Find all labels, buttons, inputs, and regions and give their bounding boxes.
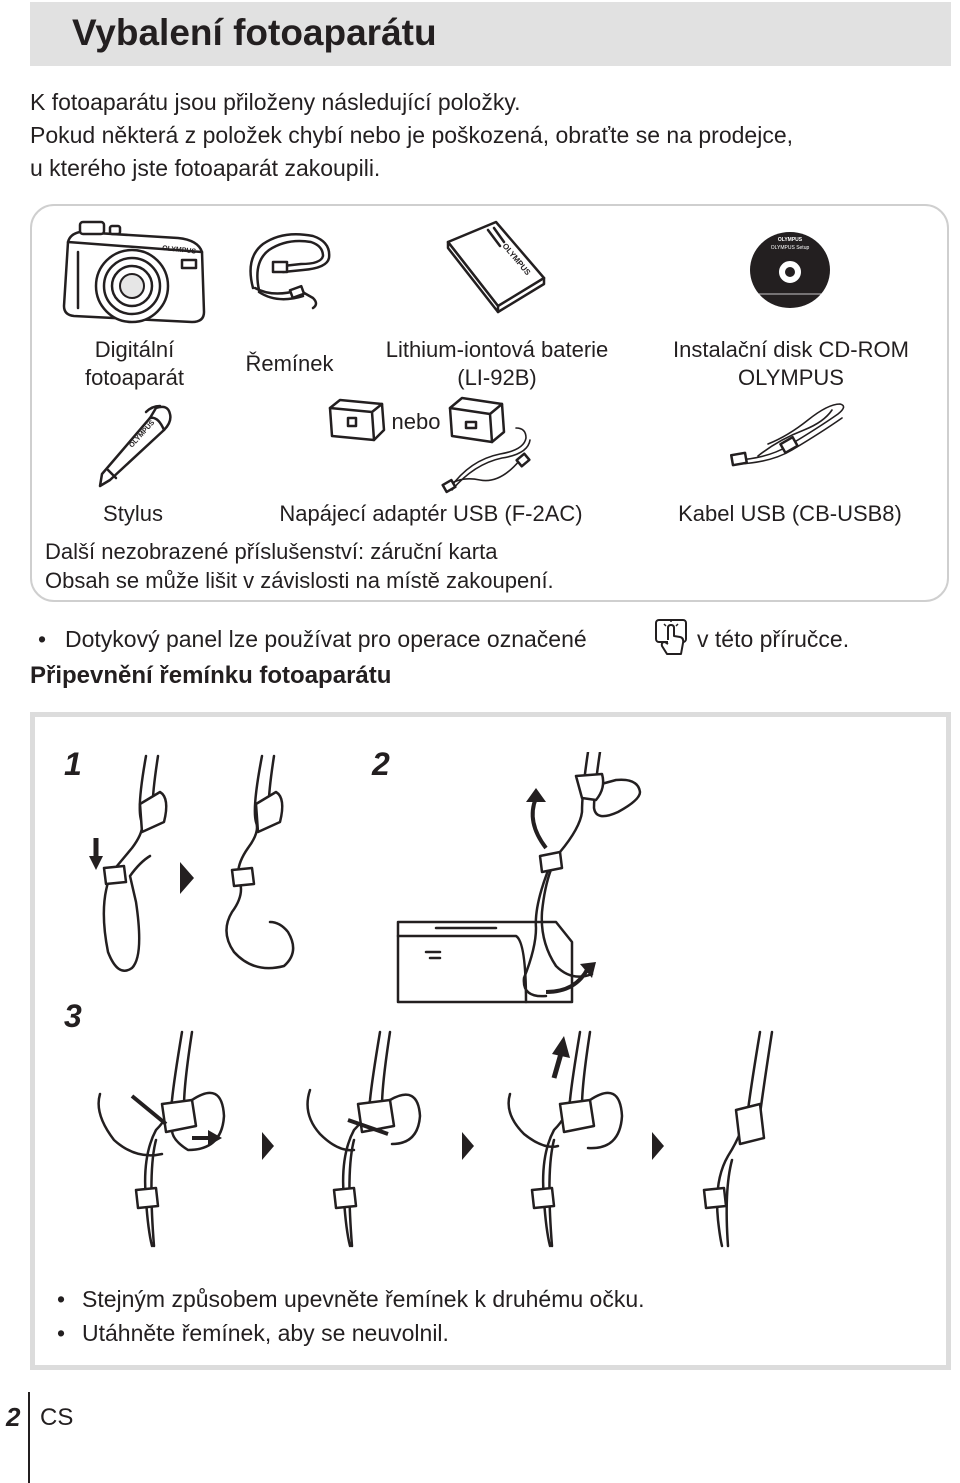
camera-label: Digitální fotoaparát	[62, 336, 207, 392]
strap-bullet-2-marker: •	[57, 1320, 66, 1346]
package-contents-box	[30, 204, 949, 602]
strap-label: Řemínek	[245, 351, 334, 376]
cd-rom-label-line-2: OLYMPUS	[738, 365, 844, 390]
step-number-1: 1	[64, 746, 82, 782]
camera-brand-text: OLYMPUS	[162, 245, 197, 256]
adapter-label: Napájecí adaptér USB (F-2AC)	[279, 501, 583, 526]
strap-illustration	[249, 233, 331, 310]
strap-section-heading: Připevnění řemínku fotoaparátu	[30, 662, 392, 689]
stylus-label: Stylus	[103, 501, 163, 526]
adapter-illustration-2	[448, 396, 506, 444]
cd-rom-illustration: OLYMPUS OLYMPUS Setup	[750, 232, 830, 308]
camera-illustration: OLYMPUS	[62, 220, 206, 324]
step-1-illustration	[89, 754, 295, 972]
battery-label: Lithium-iontová baterie (LI-92B)	[356, 336, 638, 392]
or-label: nebo	[391, 409, 441, 434]
extra-accessories-note: Další nezobrazené příslušenství: záruční…	[45, 539, 498, 564]
adapter-cable-illustration	[441, 427, 531, 494]
strap-bullet-2: Utáhněte řemínek, aby se neuvolnil.	[82, 1320, 449, 1346]
touch-note-bullet: •	[38, 626, 47, 652]
touch-icon	[655, 619, 687, 655]
step-2-illustration	[396, 752, 642, 1004]
page-title: Vybalení fotoaparátu	[72, 12, 437, 53]
strap-bullet-1: Stejným způsobem upevněte řemínek k druh…	[82, 1286, 645, 1312]
intro-line-3: u kterého jste fotoaparát zakoupili.	[30, 155, 381, 181]
cd-brand-text: OLYMPUS	[778, 237, 803, 243]
battery-illustration: OLYMPUS	[446, 220, 546, 314]
footer-divider	[28, 1392, 30, 1483]
cd-rom-label: Instalační disk CD-ROM OLYMPUS	[646, 336, 936, 392]
usb-cable-label: Kabel USB (CB-USB8)	[678, 501, 902, 526]
cd-setup-text: OLYMPUS Setup	[771, 245, 810, 251]
title-bar	[30, 2, 951, 66]
usb-cable-illustration	[729, 403, 845, 467]
strap-steps-box	[30, 712, 951, 1370]
contents-vary-note: Obsah se může lišit v závislosti na míst…	[45, 568, 554, 593]
step-number-3: 3	[64, 998, 82, 1034]
step-number-2: 2	[372, 746, 390, 782]
intro-line-1: K fotoaparátu jsou přiloženy následující…	[30, 89, 521, 115]
strap-bullet-1-marker: •	[57, 1286, 66, 1312]
step-3-illustration	[97, 1030, 774, 1248]
camera-label-line-1: Digitální	[94, 337, 175, 362]
battery-label-line-1: Lithium-iontová baterie	[385, 337, 609, 362]
cd-rom-label-line-1: Instalační disk CD-ROM	[673, 337, 909, 362]
touch-note-text-end: v této příručce.	[697, 626, 850, 652]
adapter-illustration-1	[328, 398, 386, 442]
touch-note-text: Dotykový panel lze používat pro operace …	[65, 626, 587, 652]
stylus-illustration: OLYMPUS	[98, 404, 172, 488]
camera-label-line-2: fotoaparát	[84, 365, 185, 390]
language-code: CS	[40, 1404, 74, 1431]
page-number: 2	[6, 1402, 21, 1432]
intro-line-2: Pokud některá z položek chybí nebo je po…	[30, 122, 794, 148]
battery-label-line-2: (LI-92B)	[457, 365, 537, 390]
intro-text: K fotoaparátu jsou přiloženy následující…	[30, 86, 793, 185]
